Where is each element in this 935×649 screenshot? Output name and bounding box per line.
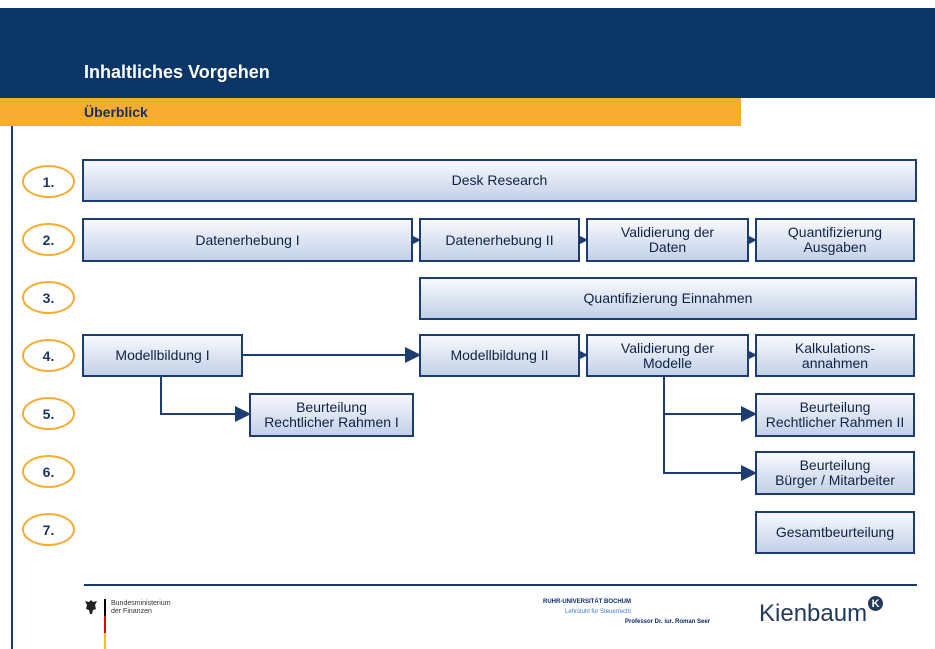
header-band xyxy=(0,8,935,98)
uni-name: RUHR-UNIVERSITÄT BOCHUM xyxy=(543,599,631,605)
kienbaum-wordmark: Kienbaum xyxy=(759,600,868,627)
box-quantifizierung-ausgaben: Quantifizierung Ausgaben xyxy=(755,218,915,262)
kienbaum-logo: Kienbaum K xyxy=(759,596,884,632)
federal-eagle-icon xyxy=(85,600,97,614)
box-validierung-daten: Validierung der Daten xyxy=(586,218,749,262)
flag-red-stripe xyxy=(104,616,106,633)
page-title: Inhaltliches Vorgehen xyxy=(84,62,270,82)
step-number-1: 1. xyxy=(22,165,75,198)
bmf-logo: Bundesministerium der Finanzen xyxy=(84,599,204,649)
uni-chair: Lehrstuhl für Steuerrecht xyxy=(565,609,632,615)
box-beurteilung-rahmen-2: Beurteilung Rechtlicher Rahmen II xyxy=(755,393,915,437)
box-desk-research: Desk Research xyxy=(82,159,917,202)
box-validierung-modelle: Validierung der Modelle xyxy=(586,334,749,377)
box-datenerhebung-2: Datenerhebung II xyxy=(419,218,580,262)
step-number-7: 7. xyxy=(22,513,75,546)
box-quantifizierung-einnahmen: Quantifizierung Einnahmen xyxy=(419,277,917,320)
box-kalkulationsannahmen: Kalkulations- annahmen xyxy=(755,334,915,377)
step-number-6: 6. xyxy=(22,455,75,488)
bmf-logo-text: Bundesministerium der Finanzen xyxy=(111,600,171,615)
step-number-2: 2. xyxy=(22,223,75,256)
uni-professor: Professor Dr. iur. Roman Seer xyxy=(625,619,711,625)
box-datenerhebung-1: Datenerhebung I xyxy=(82,218,413,262)
step-number-5: 5. xyxy=(22,397,75,430)
box-gesamtbeurteilung: Gesamtbeurteilung xyxy=(755,511,915,554)
arrow-validierung-buerger xyxy=(663,414,757,481)
step-number-3: 3. xyxy=(22,281,75,314)
subtitle-bar xyxy=(0,98,741,126)
footer-rule xyxy=(84,584,917,586)
page-subtitle: Überblick xyxy=(84,104,148,120)
box-modellbildung-2: Modellbildung II xyxy=(419,334,580,377)
arrow-modell1-rahmen1 xyxy=(160,377,251,422)
step-number-4: 4. xyxy=(22,339,75,372)
left-rule xyxy=(11,126,13,649)
box-beurteilung-rahmen-1: Beurteilung Rechtlicher Rahmen I xyxy=(249,393,414,437)
university-logo: RUHR-UNIVERSITÄT BOCHUM Lehrstuhl für St… xyxy=(543,597,741,631)
box-beurteilung-buerger: Beurteilung Bürger / Mitarbeiter xyxy=(755,451,915,495)
flag-black-stripe xyxy=(104,599,106,616)
flag-gold-stripe xyxy=(104,633,106,649)
arrow-validierung-rahmen2 xyxy=(663,377,757,422)
kienbaum-k-icon: K xyxy=(868,596,884,611)
box-modellbildung-1: Modellbildung I xyxy=(82,334,243,377)
